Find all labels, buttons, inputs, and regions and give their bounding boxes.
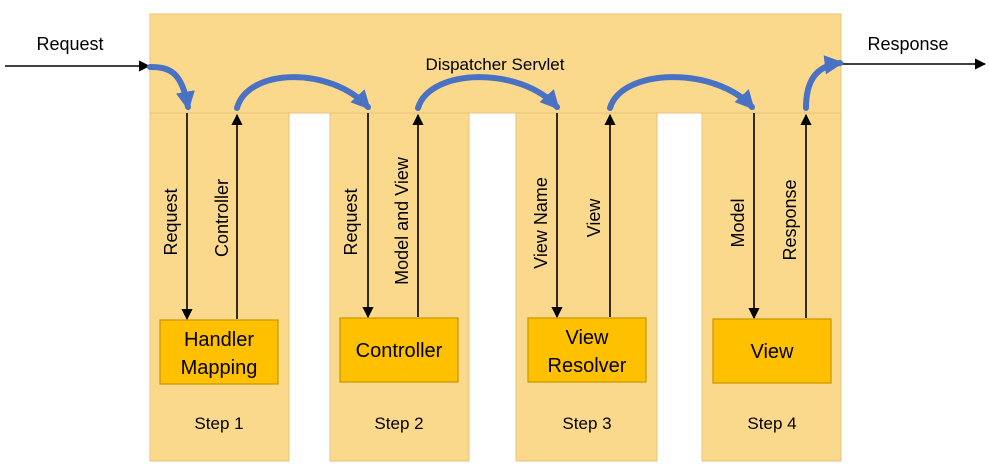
step-4-up-label: Response (780, 179, 800, 260)
request-in-label: Request (36, 34, 103, 54)
step-1-label: Step 1 (194, 414, 243, 433)
curve-arrow-step1-to-step2 (234, 74, 371, 111)
step-1-down-label: Request (161, 188, 181, 255)
vertical-arrows (181, 113, 812, 321)
view-box (712, 318, 832, 384)
step-3-up-label: View (584, 198, 604, 238)
step-panels (149, 111, 842, 462)
view-resolver-label: View (566, 327, 610, 349)
component-boxes: Handler Mapping Controller View Resolver… (159, 317, 832, 385)
step-1-panel (149, 111, 290, 462)
arrow-labels: Request Controller Request Model and Vie… (161, 156, 800, 285)
step-3-panel (515, 111, 658, 462)
view-resolver-box (527, 317, 647, 383)
curve-arrow-step2-to-step3 (415, 74, 560, 111)
step-2-up-label: Model and View (392, 156, 412, 285)
curve-arrow-entry (147, 64, 195, 111)
view-box-label: View (751, 341, 795, 363)
step-1-up-label: Controller (212, 179, 232, 257)
step-2-label: Step 2 (374, 414, 423, 433)
handler-mapping-box (159, 319, 279, 385)
step-labels: Step 1 Step 2 Step 3 Step 4 (194, 414, 796, 433)
handler-mapping-label: Handler (184, 329, 254, 351)
view-resolver-label-line2: Resolver (548, 355, 627, 377)
curve-arrow-step3-to-step4 (607, 74, 755, 111)
step-3-down-label: View Name (531, 177, 551, 269)
curve-arrow-exit (803, 55, 844, 111)
controller-box (339, 317, 459, 383)
controller-box-label: Controller (356, 340, 443, 362)
step-4-down-label: Model (728, 198, 748, 247)
step-4-label: Step 4 (747, 414, 796, 433)
step-3-label: Step 3 (562, 414, 611, 433)
handler-mapping-label-line2: Mapping (181, 357, 258, 379)
step-2-panel (329, 111, 470, 462)
dispatcher-servlet-label: Dispatcher Servlet (426, 55, 565, 74)
flow-curves (147, 55, 844, 111)
response-out-label: Response (867, 34, 948, 54)
dispatcher-servlet-band (149, 13, 842, 114)
step-4-panel (701, 111, 842, 462)
step-2-down-label: Request (341, 188, 361, 255)
